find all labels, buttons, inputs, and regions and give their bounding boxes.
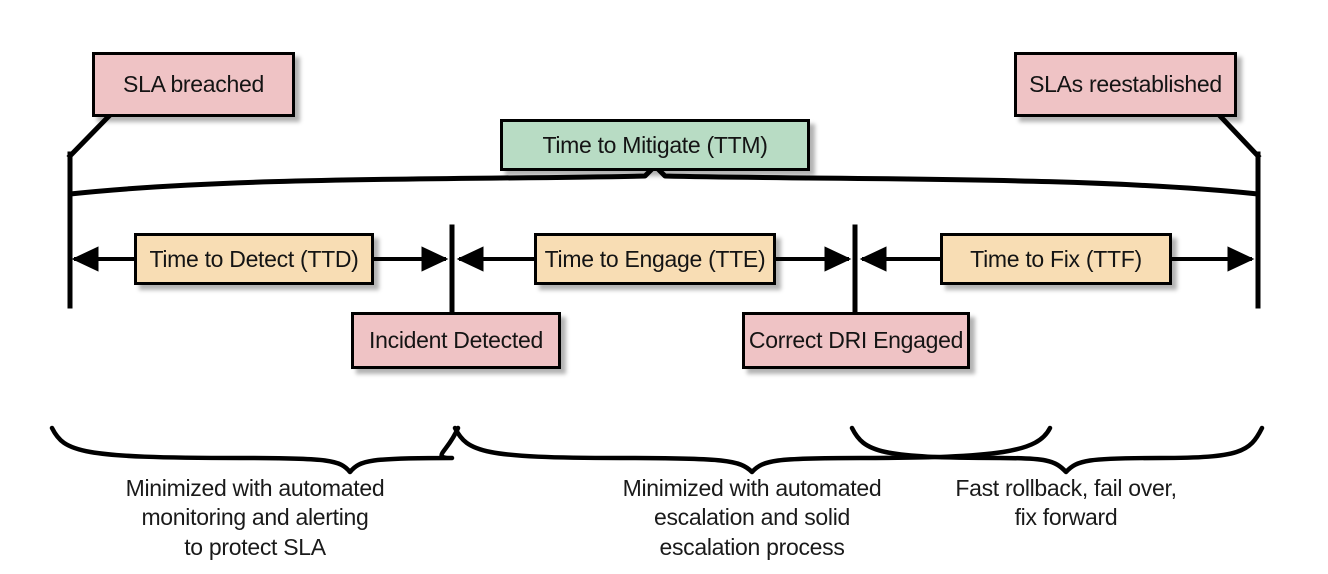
caption-time-to-engage: Minimized with automated escalation and … xyxy=(622,475,882,560)
caption-time-to-detect: Minimized with automated monitoring and … xyxy=(125,475,385,560)
phase-time-to-detect-label: Time to Detect (TTD) xyxy=(149,245,359,272)
phase-time-to-fix-label: Time to Fix (TTF) xyxy=(970,245,1142,272)
phase-time-to-mitigate-label: Time to Mitigate (TTM) xyxy=(542,131,768,158)
phase-time-to-mitigate[interactable]: Time to Mitigate (TTM) xyxy=(500,119,810,171)
phase-time-to-engage-label: Time to Engage (TTE) xyxy=(544,245,766,272)
caption-time-to-fix: Fast rollback, fail over, fix forward xyxy=(955,475,1177,531)
milestone-correct-dri-engaged[interactable]: Correct DRI Engaged xyxy=(742,312,970,369)
milestone-incident-detected[interactable]: Incident Detected xyxy=(351,312,561,369)
milestone-sla-breached[interactable]: SLA breached xyxy=(92,52,295,117)
milestone-slas-reestablished[interactable]: SLAs reestablished xyxy=(1014,52,1237,117)
milestone-slas-reestablished-label: SLAs reestablished xyxy=(1029,71,1222,97)
milestone-sla-breached-label: SLA breached xyxy=(123,71,264,97)
phase-time-to-fix[interactable]: Time to Fix (TTF) xyxy=(940,233,1172,285)
milestone-incident-detected-label: Incident Detected xyxy=(369,327,543,353)
phase-time-to-engage[interactable]: Time to Engage (TTE) xyxy=(534,233,776,285)
phase-time-to-detect[interactable]: Time to Detect (TTD) xyxy=(134,233,374,285)
milestone-correct-dri-engaged-label: Correct DRI Engaged xyxy=(748,327,964,353)
